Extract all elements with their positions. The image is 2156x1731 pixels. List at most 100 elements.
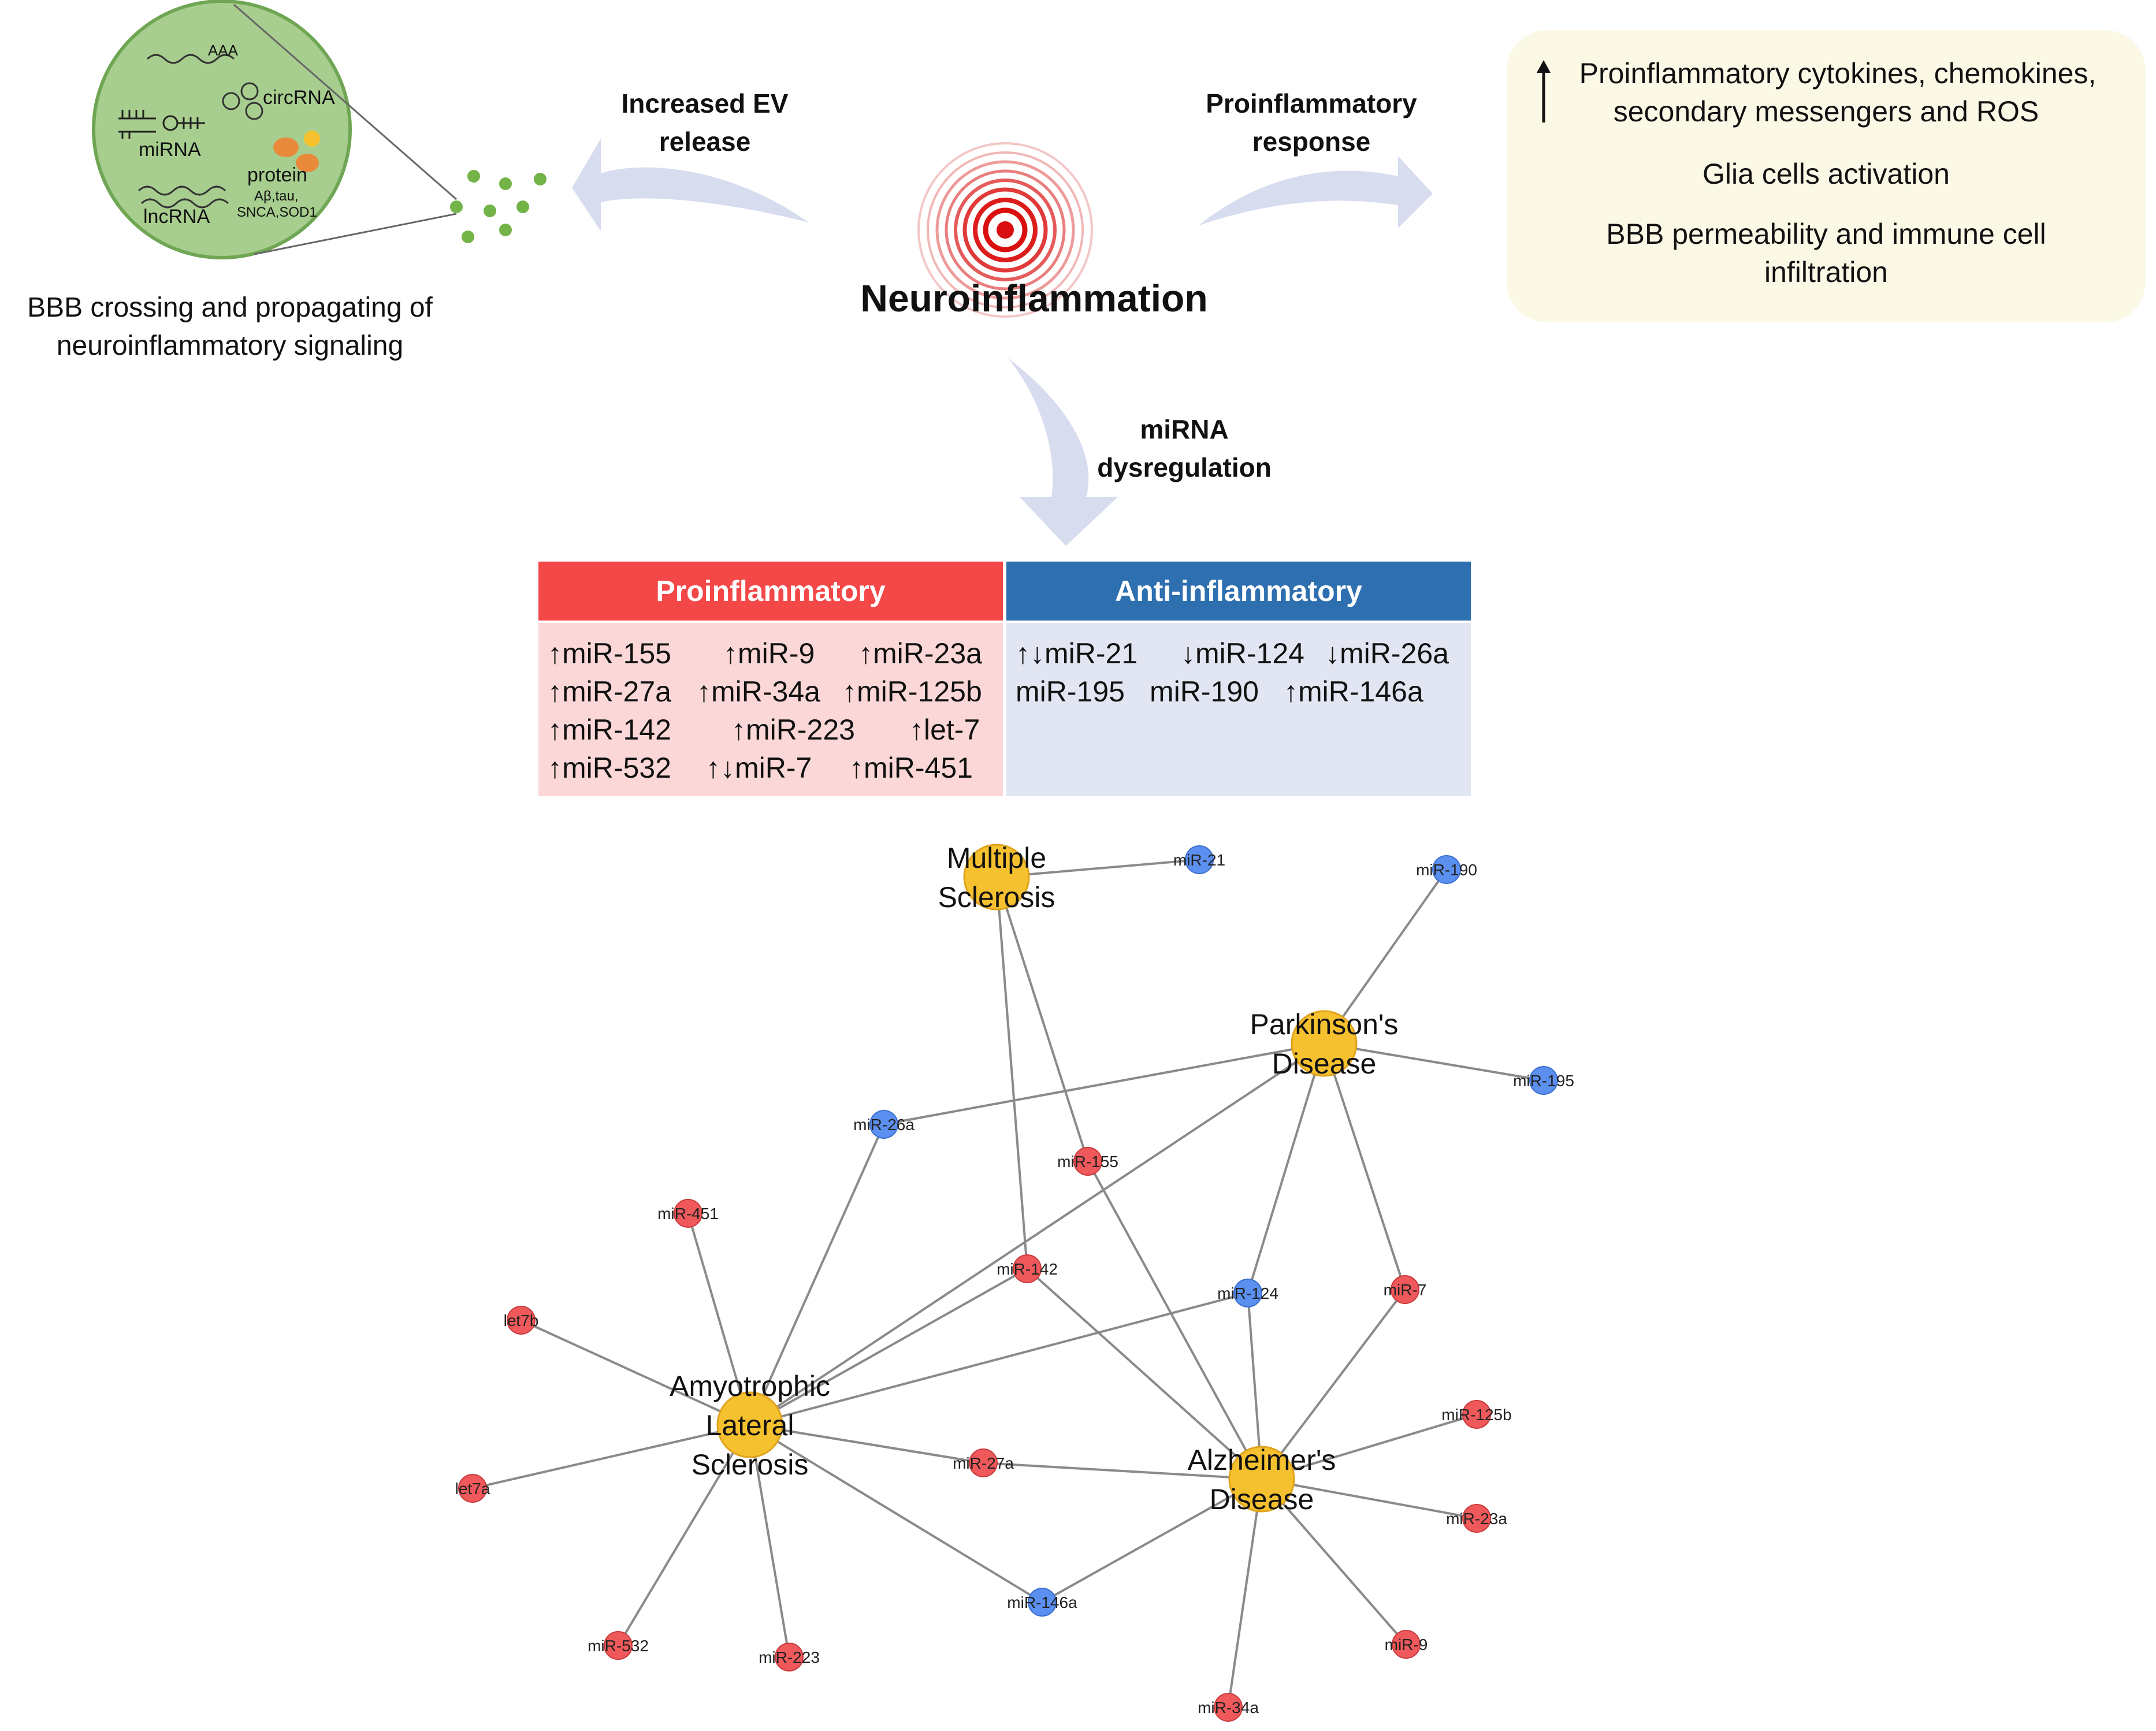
disease-node-label: Sclerosis xyxy=(692,1448,809,1481)
proinflammatory-response-label: Proinflammatory response xyxy=(1184,84,1438,161)
disease-node-circle xyxy=(963,844,1030,911)
mirna-entry: ↑↓miR-7 xyxy=(706,752,812,784)
network-edge xyxy=(983,1462,1262,1480)
protein-label: protein xyxy=(247,164,307,186)
mirna-node: miR-124 xyxy=(1217,1279,1278,1307)
disease-node-label: Alzheimer's xyxy=(1188,1444,1336,1476)
mirna-node: miR-23a xyxy=(1446,1504,1507,1533)
mirna-node: miR-532 xyxy=(588,1631,649,1660)
mirna-node-label: miR-7 xyxy=(1384,1281,1427,1299)
mirna-node-circle xyxy=(1028,1588,1057,1617)
mirna-node-circle xyxy=(1462,1400,1491,1429)
mirna-node: miR-7 xyxy=(1384,1275,1427,1304)
mirna-node: miR-142 xyxy=(997,1254,1058,1283)
lncrna-label: lncRNA xyxy=(143,206,210,228)
network-edge xyxy=(1261,1478,1477,1520)
mirna-node: miR-451 xyxy=(657,1199,719,1228)
mirna-node: miR-9 xyxy=(1385,1630,1428,1659)
mirna-node-circle xyxy=(1013,1254,1042,1283)
disease-node-label: Amyotrophic xyxy=(670,1370,830,1402)
mirna-node-label: miR-27a xyxy=(953,1454,1014,1472)
mirna-dysregulation-arrow xyxy=(1008,358,1118,546)
mirna-node-circle xyxy=(1391,1275,1419,1304)
mirna-node-label: miR-146a xyxy=(1007,1593,1077,1611)
up-arrow-icon xyxy=(1537,60,1551,122)
disease-node-label: Disease xyxy=(1272,1047,1377,1080)
mirna-node: let7a xyxy=(455,1474,490,1503)
response-line-3a: BBB permeability and immune cell xyxy=(1606,218,2046,250)
mirna-node: let7b xyxy=(504,1306,539,1335)
network-edge xyxy=(996,859,1200,878)
mirna-node-circle xyxy=(507,1306,536,1335)
network-edge xyxy=(1026,1268,1263,1480)
network-edge xyxy=(1227,1479,1263,1708)
mirna-node-label: miR-223 xyxy=(759,1648,820,1666)
anti-inflammatory-body xyxy=(1006,623,1471,796)
mirna-entry: ↑↓miR-21 xyxy=(1016,637,1138,670)
network-edge xyxy=(617,1424,751,1647)
proinflammatory-response-label-2: response xyxy=(1252,127,1371,157)
mirna-dysregulation-label-1: miRNA xyxy=(1140,414,1229,444)
mirna-entry: ↑miR-155 xyxy=(548,637,671,670)
mirna-node-label: miR-26a xyxy=(853,1116,915,1134)
protein-list-2: SNCA,SOD1 xyxy=(237,205,317,220)
mirna-node: miR-21 xyxy=(1173,845,1225,874)
mirna-node: miR-190 xyxy=(1416,855,1477,884)
mirna-node-circle xyxy=(1073,1147,1102,1176)
mirna-node: miR-125b xyxy=(1441,1400,1512,1429)
protein-list-1: Aβ,tau, xyxy=(254,188,299,204)
ev-caption-line-1: BBB crossing and propagating of xyxy=(27,292,433,323)
mirna-entry: ↑miR-451 xyxy=(849,752,973,784)
mirna-node-label: miR-124 xyxy=(1217,1284,1278,1302)
mirna-node-label: miR-125b xyxy=(1441,1406,1511,1424)
network-edge xyxy=(1261,1478,1407,1645)
network-edge xyxy=(1247,1043,1325,1294)
network-edge xyxy=(1261,1413,1477,1480)
mirna-node-circle xyxy=(1462,1504,1491,1533)
mirna-entry: ↑miR-532 xyxy=(548,752,671,784)
mirna-node-circle xyxy=(1233,1279,1262,1307)
network-edge xyxy=(749,1042,1325,1426)
mirna-entry: ↑miR-23a xyxy=(858,637,982,670)
ev-caption: BBB crossing and propagating of neuroinf… xyxy=(10,289,449,365)
mirna-node-label: let7b xyxy=(504,1312,539,1329)
mirna-entry: ↓miR-124 xyxy=(1181,637,1304,670)
ev-release-label: Increased EV release xyxy=(595,84,815,161)
mirna-node-label: miR-451 xyxy=(657,1205,719,1223)
mirna-entry: ↑miR-125b xyxy=(842,675,982,708)
network-edge xyxy=(749,1424,984,1464)
mirna-node-label: let7a xyxy=(455,1480,490,1498)
network-edge xyxy=(1087,1161,1263,1480)
mirna-entry: ↑miR-142 xyxy=(548,714,671,746)
proinflammatory-response-label-1: Proinflammatory xyxy=(1206,88,1417,118)
disease-node-label: Disease xyxy=(1210,1483,1314,1515)
mirna-node-label: miR-34a xyxy=(1198,1699,1259,1717)
network-edge xyxy=(1324,1042,1544,1082)
mirna-entry: ↑miR-34a xyxy=(697,675,820,708)
ev-release-label-1: Increased EV xyxy=(621,88,789,118)
response-line-3b: infiltration xyxy=(1764,256,1888,288)
network-edge xyxy=(687,1213,751,1425)
disease-node-label: Multiple xyxy=(947,842,1046,874)
mirna-entry: ↑miR-223 xyxy=(731,714,855,746)
ev-release-arrow xyxy=(572,139,809,231)
mirna-node-label: miR-532 xyxy=(588,1637,649,1655)
response-line-1a: Proinflammatory cytokines, chemokines, xyxy=(1579,57,2096,90)
network-edge xyxy=(1042,1478,1262,1603)
disease-node-label: Lateral xyxy=(706,1409,794,1442)
network-edge xyxy=(1323,868,1448,1045)
mirna-node-circle xyxy=(1529,1066,1558,1095)
mirna-node-circle xyxy=(869,1110,898,1139)
aaa-label: AAA xyxy=(208,42,239,59)
response-line-2: Glia cells activation xyxy=(1703,158,1950,190)
mirna-node: miR-34a xyxy=(1198,1693,1259,1722)
mirna-node-label: miR-190 xyxy=(1416,861,1477,879)
mirna-node-label: miR-155 xyxy=(1057,1153,1118,1171)
mirna-node-label: miR-21 xyxy=(1173,851,1225,869)
